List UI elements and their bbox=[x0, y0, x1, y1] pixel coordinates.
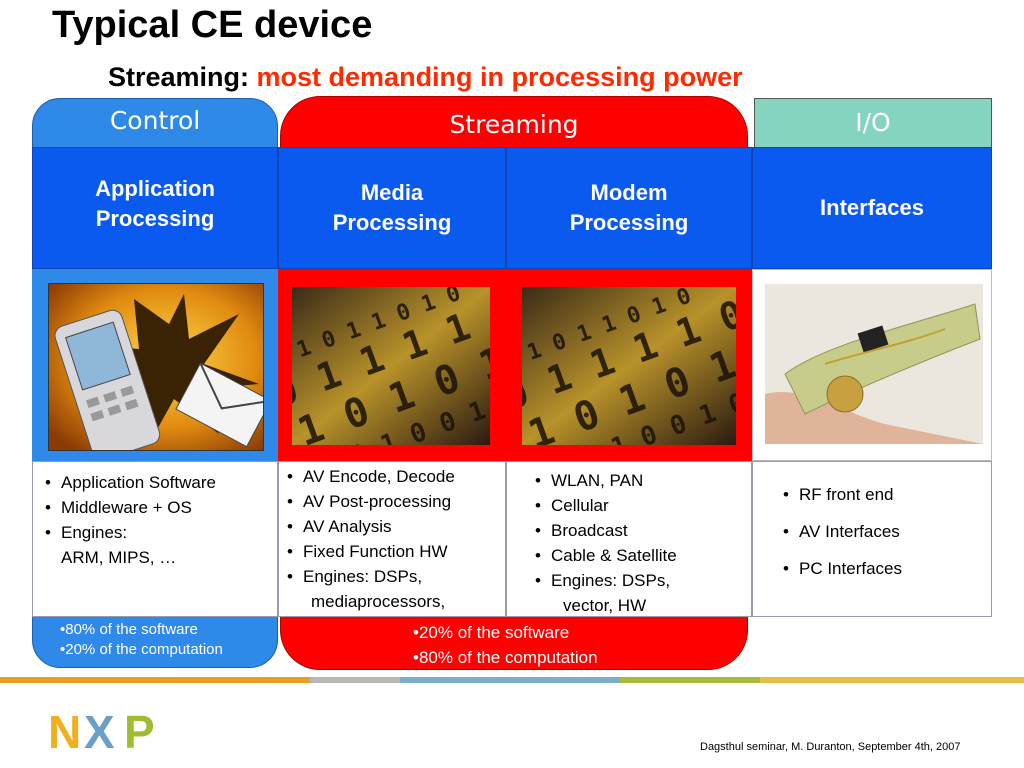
control-group-title: Control bbox=[109, 106, 201, 135]
media-bullet-list: AV Encode, Decode AV Post-processing AV … bbox=[279, 462, 505, 614]
list-item: Engines: bbox=[43, 520, 277, 545]
list-item: Broadcast bbox=[533, 518, 751, 543]
list-item: WLAN, PAN bbox=[533, 468, 751, 493]
list-item-continuation: mediaprocessors, bbox=[311, 592, 446, 611]
list-item: Cable & Satellite bbox=[533, 543, 751, 568]
flexible-chip-photo bbox=[765, 284, 983, 444]
modem-bullet-list: WLAN, PAN Cellular Broadcast Cable & Sat… bbox=[507, 462, 751, 618]
svg-text:N: N bbox=[48, 706, 81, 752]
control-stats: •80% of the software •20% of the computa… bbox=[60, 620, 223, 660]
binary-digits-image: 0 1 0 1 1 0 1 0 0 1 1 1 1 0 1 1 0 1 0 1 … bbox=[292, 287, 490, 445]
footer-credit: Dagsthul seminar, M. Duranton, September… bbox=[700, 741, 961, 753]
streaming-stat-software: •20% of the software bbox=[413, 623, 570, 642]
interfaces-heading: Interfaces bbox=[752, 147, 992, 269]
media-image-cell: 0 1 0 1 1 0 1 0 0 1 1 1 1 0 1 1 0 1 0 1 … bbox=[278, 269, 506, 461]
list-item: Middleware + OS bbox=[43, 495, 277, 520]
media-processing-heading: Media Processing bbox=[278, 147, 506, 269]
subtitle-prefix: Streaming: bbox=[108, 62, 257, 92]
list-item: RF front end bbox=[781, 476, 991, 513]
interfaces-image-cell bbox=[752, 269, 992, 461]
interfaces-bullet-list: RF front end AV Interfaces PC Interfaces bbox=[753, 462, 991, 587]
subtitle-highlight: most demanding in processing power bbox=[256, 62, 743, 92]
list-item: Engines: DSPs, bbox=[285, 564, 505, 589]
footer-color-bar bbox=[0, 677, 1024, 683]
list-item-continuation: ARM, MIPS, … bbox=[61, 548, 177, 567]
modem-bullets-cell: WLAN, PAN Cellular Broadcast Cable & Sat… bbox=[506, 461, 752, 617]
mobile-phone-email-image bbox=[48, 283, 264, 451]
list-item: Fixed Function HW bbox=[285, 539, 505, 564]
svg-text:P: P bbox=[124, 706, 155, 752]
media-bullets-cell: AV Encode, Decode AV Post-processing AV … bbox=[278, 461, 506, 617]
list-item-continuation: vector, HW bbox=[563, 596, 647, 615]
streaming-group-title: Streaming bbox=[449, 110, 579, 139]
control-stat-computation: •20% of the computation bbox=[60, 641, 223, 658]
streaming-stats: •20% of the software •80% of the computa… bbox=[413, 620, 598, 670]
interfaces-bullets-cell: RF front end AV Interfaces PC Interfaces bbox=[752, 461, 992, 617]
slide-title: Typical CE device bbox=[52, 4, 373, 46]
slide-subtitle: Streaming: most demanding in processing … bbox=[108, 62, 743, 93]
streaming-stat-computation: •80% of the computation bbox=[413, 648, 598, 667]
list-item: AV Interfaces bbox=[781, 513, 991, 550]
application-bullets-cell: Application Software Middleware + OS Eng… bbox=[32, 461, 278, 617]
list-item: AV Analysis bbox=[285, 514, 505, 539]
nxp-logo: N X P bbox=[48, 706, 176, 758]
application-image-cell bbox=[32, 269, 278, 461]
list-item: AV Encode, Decode bbox=[285, 464, 505, 489]
io-group-title: I/O bbox=[855, 108, 891, 137]
modem-image-cell: 0 1 0 1 1 0 1 0 0 1 1 1 1 0 1 1 0 1 0 1 … bbox=[506, 269, 752, 461]
list-item: Application Software bbox=[43, 470, 277, 495]
application-bullet-list: Application Software Middleware + OS Eng… bbox=[33, 462, 277, 570]
binary-digits-image: 0 1 0 1 1 0 1 0 0 1 1 1 1 0 1 1 0 1 0 1 … bbox=[522, 287, 736, 445]
list-item: Cellular bbox=[533, 493, 751, 518]
list-item: Engines: DSPs, bbox=[533, 568, 751, 593]
list-item: AV Post-processing bbox=[285, 489, 505, 514]
list-item: PC Interfaces bbox=[781, 550, 991, 587]
svg-text:X: X bbox=[84, 706, 115, 752]
control-stat-software: •80% of the software bbox=[60, 621, 198, 638]
modem-processing-heading: Modem Processing bbox=[506, 147, 752, 269]
application-processing-heading: Application Processing bbox=[32, 147, 278, 269]
